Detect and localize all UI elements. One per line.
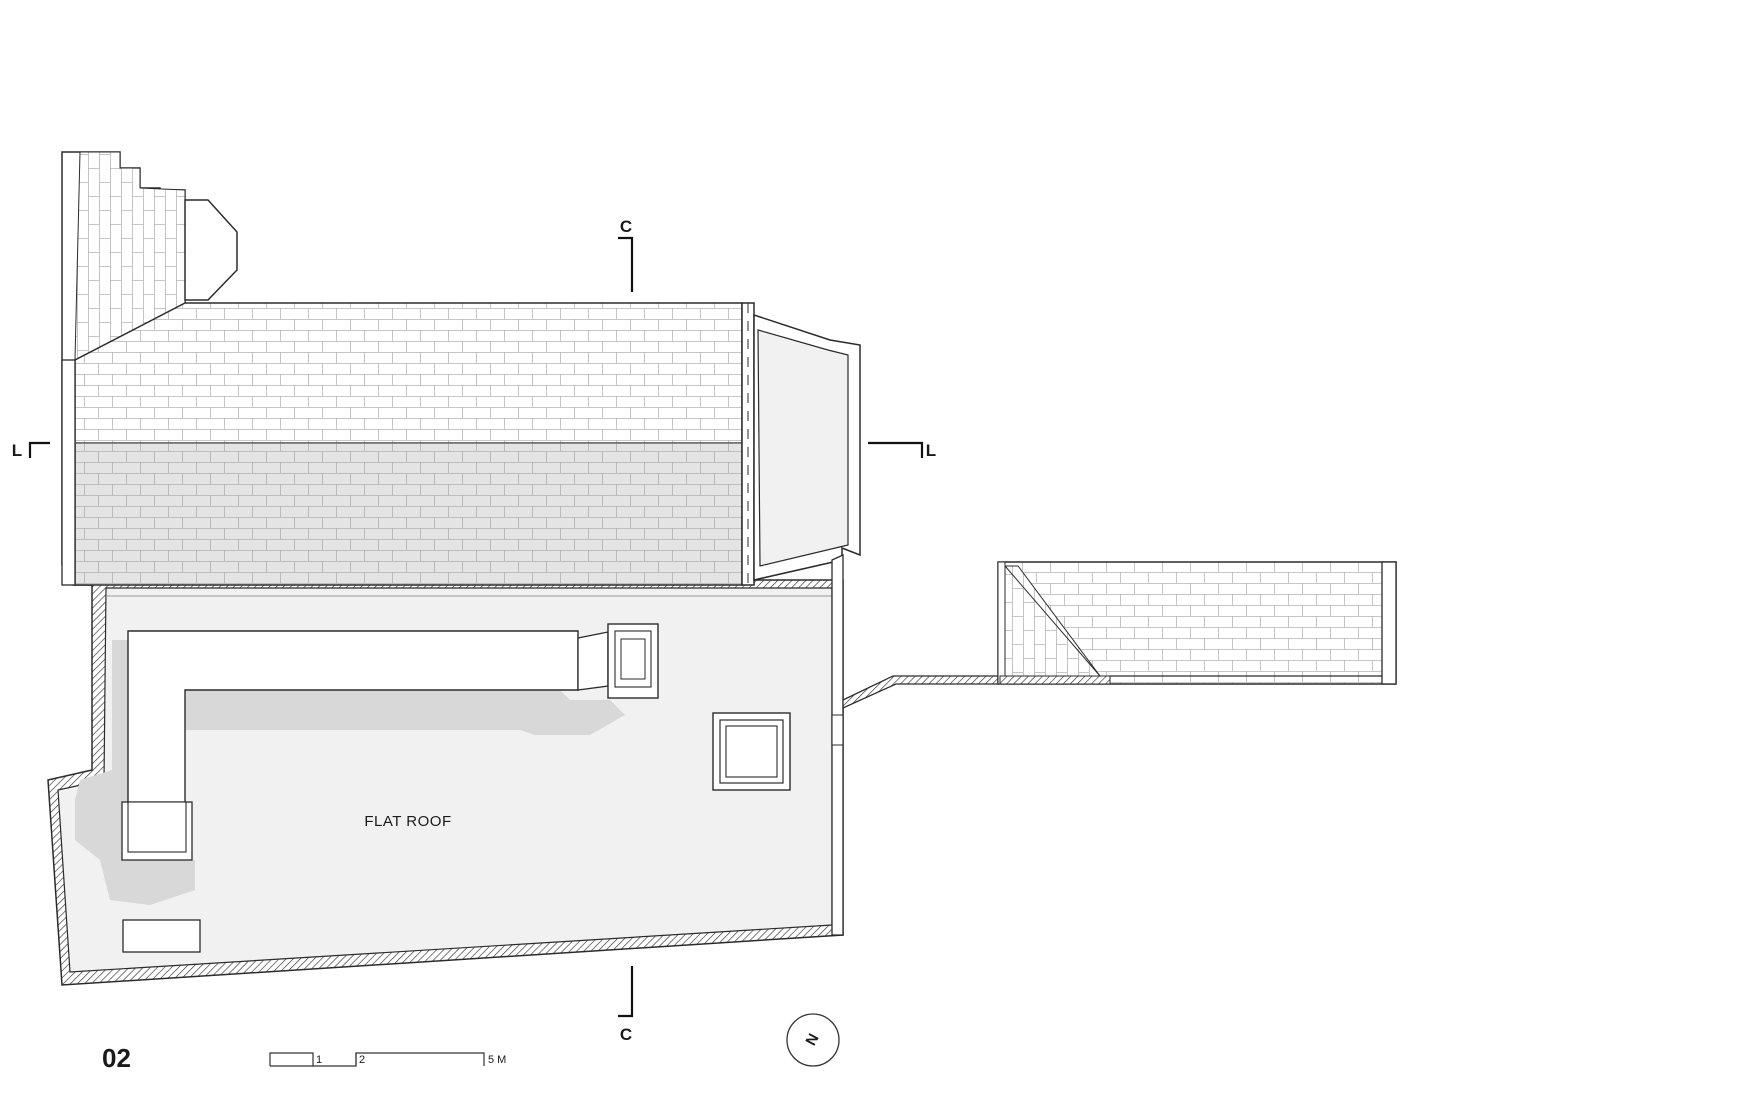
- boundary-wall: [842, 675, 999, 710]
- section-label-l-left: L: [12, 441, 22, 460]
- duct-shadow: [75, 640, 625, 900]
- north-arrow: N: [786, 1013, 840, 1067]
- main-pitched-roof: [61, 302, 755, 586]
- section-marker-l-right: L: [868, 441, 936, 460]
- scale-tick-end: 5 M: [488, 1054, 506, 1066]
- flat-roof-area: FLAT ROOF: [47, 569, 844, 986]
- scale-bar: 1 2 5 M: [269, 1052, 506, 1067]
- roof-hatch: [122, 919, 201, 953]
- drawing-number: 02: [102, 1043, 131, 1073]
- scale-tick-1: 1: [316, 1054, 322, 1066]
- section-label-c-top: C: [620, 217, 632, 236]
- section-label-c-bottom: C: [620, 1025, 632, 1044]
- scale-tick-2: 2: [359, 1054, 365, 1066]
- skylight: [712, 712, 791, 791]
- outbuilding-roof: [997, 561, 1397, 685]
- bay-projection: [184, 199, 238, 301]
- section-marker-l-left: L: [12, 441, 50, 460]
- west-wing-roof: [61, 151, 238, 566]
- east-annex-roof: [753, 313, 861, 936]
- section-marker-c-bottom: C: [618, 966, 634, 1044]
- section-marker-c-top: C: [618, 217, 634, 292]
- flat-roof-label: FLAT ROOF: [364, 813, 451, 830]
- roof-slope-south: [74, 442, 743, 586]
- section-label-l-right: L: [926, 441, 936, 460]
- roof-slope-north: [74, 302, 743, 444]
- duct-shadow-lower: [110, 860, 195, 905]
